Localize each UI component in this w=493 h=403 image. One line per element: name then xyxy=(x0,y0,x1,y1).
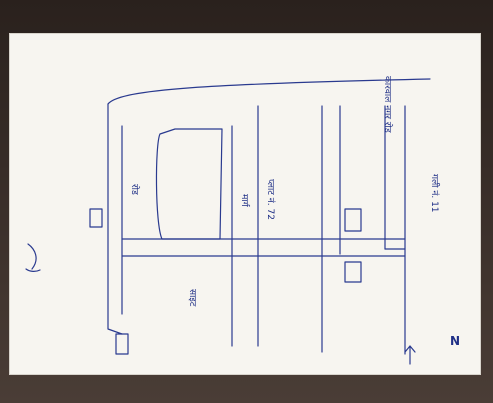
location-note-label: प्लाट नं. 72 xyxy=(265,179,275,220)
hand-drawn-map xyxy=(25,78,431,365)
plot-box-2 xyxy=(344,261,362,283)
direction-arrow xyxy=(404,345,416,365)
small-box-1 xyxy=(89,208,103,228)
paper-sheet: N कारवाल नगर रोड गली नं. 11 प्लाट नं. 72… xyxy=(10,34,480,374)
top-road-label: कारवाल नगर रोड xyxy=(382,76,392,133)
outer-road-left xyxy=(107,103,123,335)
center-mid-label: मार्ग xyxy=(239,194,249,207)
center-left-label: रोड xyxy=(129,184,139,195)
small-box-2 xyxy=(115,333,129,355)
outer-road-outline xyxy=(107,78,431,105)
left-block xyxy=(155,128,223,240)
right-title-label: गली नं. 11 xyxy=(429,174,439,213)
plot-site-label: साइट xyxy=(187,289,197,307)
plot-box-1 xyxy=(344,208,362,232)
north-marker: N xyxy=(450,334,461,348)
signature-scribble xyxy=(25,243,41,272)
